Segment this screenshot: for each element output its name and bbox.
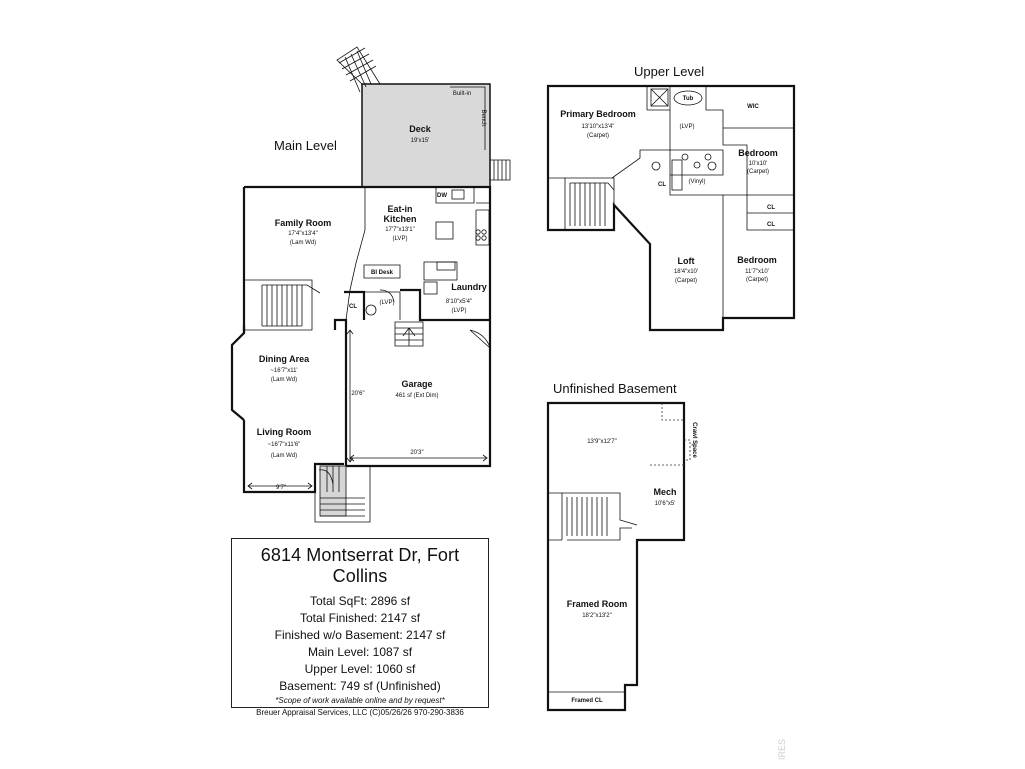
dining-floor: (Lam Wd) xyxy=(271,377,297,383)
appraiser-credit: Breuer Appraisal Services, LLC (C)05/26/… xyxy=(256,708,464,717)
upper-level-title: Upper Level xyxy=(634,64,704,79)
basement-area-dims: 13'9"x12'7" xyxy=(587,439,617,445)
loft-label: Loft xyxy=(678,256,695,266)
living-dims: ~16'7"x11'6" xyxy=(268,442,301,448)
area-summary: Total SqFt: 2896 sf Total Finished: 2147… xyxy=(232,593,488,695)
deck-label: Deck xyxy=(409,124,432,134)
main-level-plan xyxy=(230,46,511,523)
laundry-floor: (LVP) xyxy=(452,308,467,314)
deck-builtin: Built-in xyxy=(453,91,471,97)
closet-label: CL xyxy=(349,304,357,310)
dining-dims: ~16'7"x11' xyxy=(270,368,297,374)
upper-level-plan xyxy=(546,84,796,332)
dishwasher-label: DW xyxy=(437,193,447,199)
crawl-space-label: Crawl Space xyxy=(691,422,697,458)
laundry-dims: 8'10"x5'4" xyxy=(446,299,472,305)
tub-label: Tub xyxy=(683,96,694,102)
main-level-title: Main Level xyxy=(274,138,337,153)
basement-title: Unfinished Basement xyxy=(553,381,677,396)
kitchen-dims: 17'7"x13'1" xyxy=(385,227,415,233)
primary-bedroom-dims: 13'10"x13'4" xyxy=(582,124,615,130)
framed-room-label: Framed Room xyxy=(567,599,628,609)
bi-desk-label: BI Desk xyxy=(371,270,394,276)
garage-depth: 20'6" xyxy=(351,391,364,397)
framed-room-dims: 18'2"x13'2" xyxy=(582,613,612,619)
basement-area: Basement: 749 sf (Unfinished) xyxy=(279,679,441,693)
bedroom1-label: Bedroom xyxy=(738,148,778,158)
kitchen-label-2: Kitchen xyxy=(383,214,416,224)
total-sqft: Total SqFt: 2896 sf xyxy=(309,594,411,608)
bath-floor-label: (LVP) xyxy=(680,124,695,130)
finished-without-basement: Finished w/o Basement: 2147 sf xyxy=(274,628,446,642)
mech-dims: 10'6"x5' xyxy=(655,501,676,507)
living-label: Living Room xyxy=(257,427,312,437)
bedroom2-label: Bedroom xyxy=(737,255,777,265)
basement-plan xyxy=(546,401,691,712)
living-floor: (Lam Wd) xyxy=(271,453,297,459)
bedroom2-dims: 11'7"x10' xyxy=(745,269,769,275)
bedroom1-dims: 10'x10' xyxy=(749,161,768,167)
framed-closet-label: Framed CL xyxy=(571,698,603,704)
primary-bedroom-label: Primary Bedroom xyxy=(560,109,636,119)
loft-floor: (Carpet) xyxy=(675,278,697,284)
garage-label: Garage xyxy=(401,379,432,389)
upper-closet-label: CL xyxy=(658,182,666,188)
deck-bench: Bench xyxy=(480,109,486,126)
main-stairs xyxy=(244,279,321,331)
bedroom1-floor: (Carpet) xyxy=(747,169,769,175)
deck-dims: 19'x15' xyxy=(411,138,430,144)
dining-label: Dining Area xyxy=(259,354,310,364)
living-width: 9'7" xyxy=(276,485,286,491)
garage-area: 461 sf (Ext Dim) xyxy=(395,393,438,399)
main-level-area: Main Level: 1087 sf xyxy=(307,645,413,659)
deck-area xyxy=(361,83,491,188)
loft-dims: 18'4"x10' xyxy=(674,269,698,275)
watermark: IRES xyxy=(777,738,787,760)
bath2-floor-label: (Vinyl) xyxy=(689,179,706,185)
family-room-dims: 17'4"x13'4" xyxy=(288,231,318,237)
hall-floor-label: (LVP) xyxy=(380,300,395,306)
kitchen-floor: (LVP) xyxy=(393,236,408,242)
mech-label: Mech xyxy=(653,487,676,497)
garage-width: 20'3" xyxy=(410,450,423,456)
closet-a-label: CL xyxy=(767,205,775,211)
primary-bedroom-floor: (Carpet) xyxy=(587,133,609,139)
total-finished: Total Finished: 2147 sf xyxy=(299,611,421,625)
family-room-label: Family Room xyxy=(275,218,332,228)
wic-label: WIC xyxy=(747,104,759,110)
upper-level-area: Upper Level: 1060 sf xyxy=(304,662,416,676)
family-room-floor: (Lam Wd) xyxy=(290,240,316,246)
laundry-label: Laundry xyxy=(451,282,487,292)
property-address: 6814 Montserrat Dr, Fort Collins xyxy=(260,545,460,586)
bedroom2-floor: (Carpet) xyxy=(746,277,768,283)
scope-note: *Scope of work available online and by r… xyxy=(275,696,445,705)
closet-b-label: CL xyxy=(767,222,775,228)
kitchen-label-1: Eat-in xyxy=(387,204,412,214)
property-info-box: 6814 Montserrat Dr, Fort Collins Total S… xyxy=(231,538,489,717)
